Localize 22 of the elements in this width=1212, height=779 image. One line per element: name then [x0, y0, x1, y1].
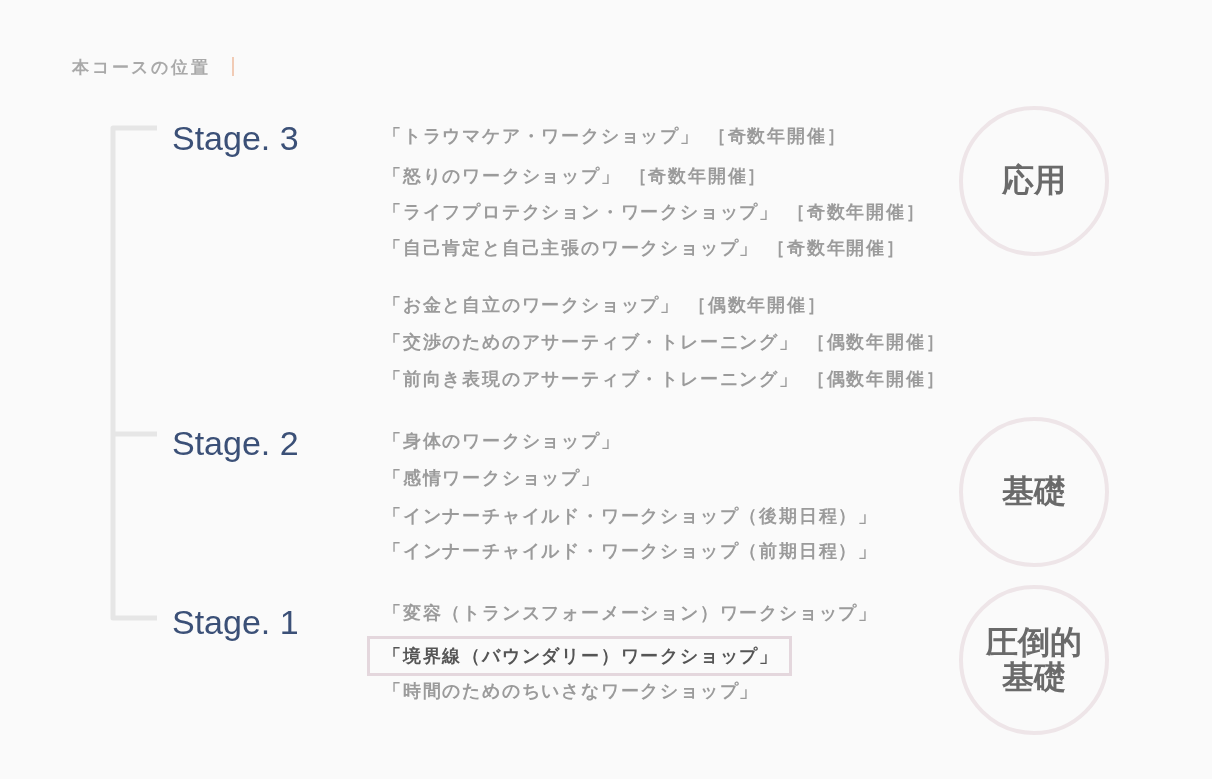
course-title: 「感情ワークショップ」 [383, 467, 601, 489]
course-title: 「時間のためのちいさなワークショップ」 [383, 680, 760, 702]
stage-label: Stage. 2 [172, 422, 299, 464]
section-title: 本コースの位置 [72, 56, 211, 78]
course-title: 「境界線（バウンダリー）ワークショップ」 [383, 645, 779, 667]
course-title: 「前向き表現のアサーティブ・トレーニング」 ［偶数年開催］ [383, 368, 946, 390]
course-title: 「交渉のためのアサーティブ・トレーニング」 ［偶数年開催］ [383, 331, 946, 353]
course-title: 「変容（トランスフォーメーション）ワークショップ」 [383, 602, 878, 624]
highlight-box [367, 636, 792, 676]
course-title: 「怒りのワークショップ」 ［奇数年開催］ [383, 165, 768, 187]
course-title: 「トラウマケア・ワークショップ」 ［奇数年開催］ [383, 125, 847, 147]
level-label: 基礎 [1002, 474, 1066, 510]
level-label: 応用 [1002, 163, 1066, 199]
course-title: 「身体のワークショップ」 [383, 430, 621, 452]
course-title: 「お金と自立のワークショップ」 ［偶数年開催］ [383, 294, 827, 316]
course-title: 「インナーチャイルド・ワークショップ（前期日程）」 [383, 540, 878, 562]
level-label: 圧倒的基礎 [985, 624, 1083, 696]
stage-label: Stage. 3 [172, 117, 299, 159]
course-title: 「自己肯定と自己主張のワークショップ」 ［奇数年開催］ [383, 237, 906, 259]
course-title: 「インナーチャイルド・ワークショップ（後期日程）」 [383, 505, 878, 527]
stage-label: Stage. 1 [172, 601, 299, 643]
course-title: 「ライフプロテクション・ワークショップ」 ［奇数年開催］ [383, 201, 926, 223]
